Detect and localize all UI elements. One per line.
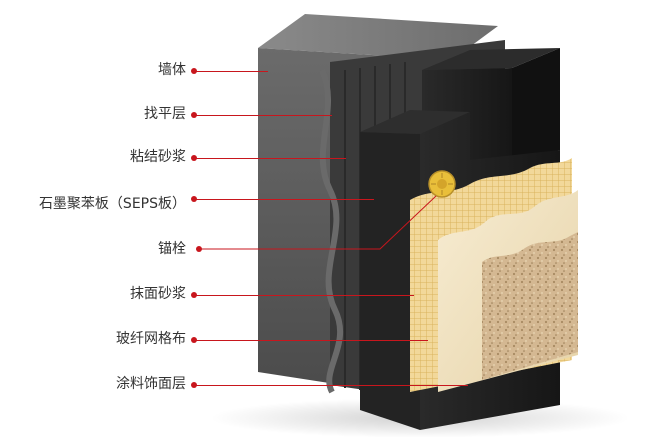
marker-dot-adhesive bbox=[191, 155, 197, 161]
marker-dot-plaster bbox=[191, 292, 197, 298]
leader-seps bbox=[196, 199, 374, 200]
leader-wall bbox=[196, 71, 268, 72]
marker-dot-anchor bbox=[196, 246, 202, 252]
seps-board-front bbox=[360, 132, 420, 430]
marker-dot-leveling bbox=[191, 112, 197, 118]
finish-coat-layer bbox=[482, 232, 578, 380]
marker-dot-mesh bbox=[191, 337, 197, 343]
leader-finish bbox=[196, 385, 468, 386]
leader-leveling bbox=[196, 115, 332, 116]
anchor-bolt bbox=[428, 170, 456, 198]
seps-board-step bbox=[360, 110, 470, 134]
adhesive-mortar-wave bbox=[319, 68, 343, 394]
marker-dot-seps bbox=[191, 196, 197, 202]
label-seps-board: 石墨聚苯板（SEPS板） bbox=[38, 196, 186, 212]
label-wall: 墙体 bbox=[158, 62, 186, 78]
seps-board-top bbox=[422, 48, 560, 70]
label-fiberglass-mesh: 玻纤网格布 bbox=[116, 331, 186, 347]
marker-dot-finish bbox=[191, 382, 197, 388]
seps-board-upper-side bbox=[512, 48, 560, 160]
marker-dot-wall bbox=[191, 68, 197, 74]
label-adhesive-mortar: 粘结砂浆 bbox=[130, 149, 186, 165]
label-anchor: 锚栓 bbox=[158, 241, 186, 257]
leader-adhesive bbox=[196, 158, 346, 159]
label-finish-coat: 涂料饰面层 bbox=[116, 376, 186, 392]
label-leveling-layer: 找平层 bbox=[144, 106, 186, 122]
label-plaster-mortar: 抹面砂浆 bbox=[130, 286, 186, 302]
leader-plaster bbox=[196, 295, 414, 296]
leader-mesh bbox=[196, 340, 428, 341]
anchor-leader-diagonal bbox=[200, 195, 437, 250]
